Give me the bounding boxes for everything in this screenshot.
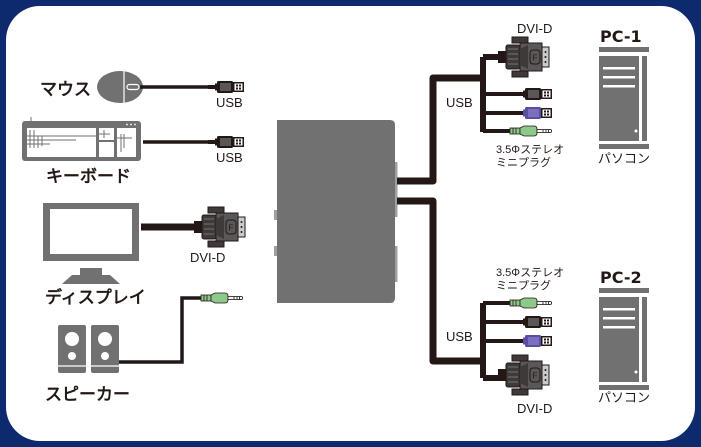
pc1-usb-label: USB (446, 95, 473, 110)
pc1-dvi-plug-icon (497, 36, 550, 78)
pc1-dvi-label: DVI-D (517, 21, 552, 36)
display-icon (43, 203, 139, 284)
display-device (43, 203, 246, 284)
usb-plug-icon (208, 81, 244, 93)
speaker-device (58, 292, 244, 373)
pc1-audio-label-line1: 3.5Φステレオ (496, 143, 564, 156)
pc1-usb-purple-plug-icon (516, 107, 552, 119)
kvm-switch (274, 120, 398, 303)
pc1-audio-plug-icon (509, 125, 552, 137)
pc2-usb-purple-plug-icon (516, 335, 552, 347)
pc1-tower-icon (599, 47, 649, 149)
pc1-bundle-cable (397, 74, 484, 185)
display-connector-label: DVI-D (190, 250, 225, 265)
pc2-audio-label-line2: ミニプラグ (496, 278, 551, 292)
speaker-cable (119, 296, 205, 364)
mouse-device (97, 71, 244, 103)
pc2-audio-label-line1: 3.5Φステレオ (496, 266, 564, 279)
pc1-usb-plug-icon (516, 88, 552, 100)
pc2-dvi-plug-icon (497, 354, 550, 396)
mouse-label: マウス (40, 80, 91, 100)
pc2-title: PC-2 (600, 268, 642, 287)
dvi-plug-icon (193, 206, 246, 248)
keyboard-icon (22, 117, 141, 161)
keyboard-device (22, 117, 244, 161)
display-label: ディスプレイ (45, 287, 146, 308)
pc2-caption: パソコン (598, 390, 650, 405)
pc2-usb-label: USB (446, 329, 473, 344)
pc1-caption: パソコン (598, 151, 650, 166)
speaker-label: スピーカー (45, 385, 130, 405)
speaker-icon (58, 325, 119, 373)
keyboard-label: キーボード (46, 167, 131, 187)
keyboard-connector-label: USB (216, 150, 243, 165)
pc2-dvi-label: DVI-D (517, 401, 552, 416)
pc2-tower-icon (599, 288, 649, 390)
pc2-audio-plug-icon (509, 297, 552, 309)
mouse-connector-label: USB (216, 95, 243, 110)
usb-plug-icon (208, 136, 244, 148)
pc2-bundle-cable (397, 197, 484, 365)
pc1-audio-label-line2: ミニプラグ (496, 155, 551, 169)
mouse-icon (97, 71, 143, 103)
pc2-usb-plug-icon (516, 316, 552, 328)
audio-plug-icon (200, 292, 244, 304)
pc1-title: PC-1 (600, 27, 642, 46)
kvm-switch-body (277, 120, 395, 303)
